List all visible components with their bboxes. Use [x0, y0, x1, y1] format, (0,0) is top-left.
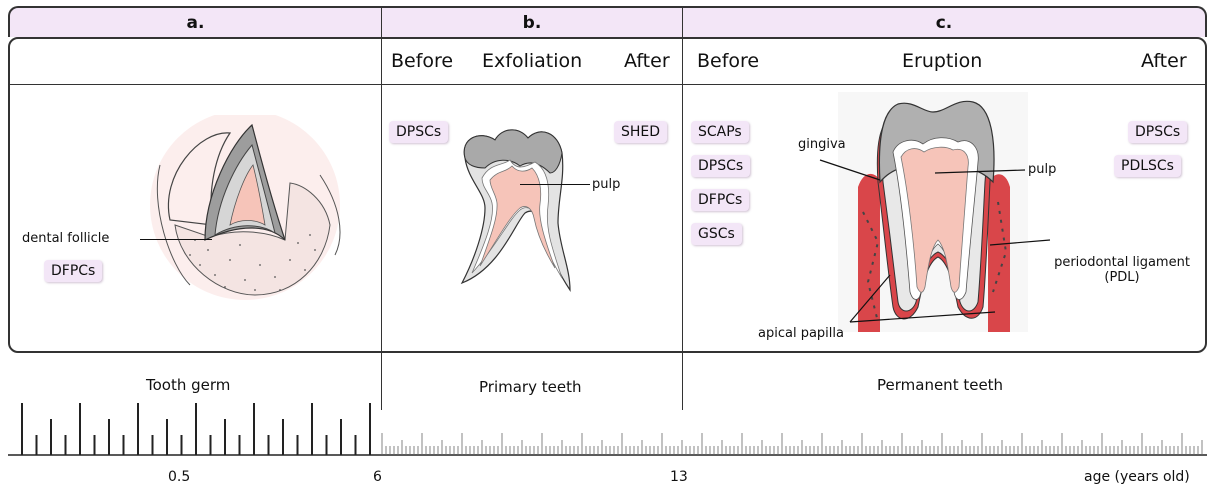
header-c-label: c. [936, 13, 953, 33]
pdl-label-line2: (PDL) [1044, 270, 1200, 285]
era-primary-teeth: Primary teeth [479, 378, 581, 396]
header-b-label: b. [523, 13, 542, 33]
apical-papilla-label: apical papilla [758, 326, 844, 341]
cell-tag-dfpcs-c: DFPCs [691, 189, 749, 211]
divider-b-c [682, 6, 683, 410]
c-after-label: After [1141, 50, 1187, 72]
header-a: a. [8, 6, 381, 37]
era-tooth-germ: Tooth germ [146, 376, 230, 394]
axis-tick-13: 13 [670, 469, 688, 485]
gingiva-label: gingiva [798, 137, 846, 152]
ruler-ticks-tooth-germ [22, 403, 370, 455]
cell-tag-dfpcs-a: DFPCs [44, 260, 102, 282]
pdl-label-line1: periodontal ligament [1044, 255, 1200, 270]
axis-tick-6: 6 [373, 469, 382, 485]
age-ruler [0, 395, 1214, 465]
follicle-pointer-line [140, 239, 212, 240]
pdl-label: periodontal ligament (PDL) [1044, 255, 1200, 285]
era-permanent-teeth: Permanent teeth [877, 376, 1003, 394]
c-pointer-lines [760, 150, 1060, 330]
cell-tag-pdlscs: PDLSCs [1114, 155, 1181, 177]
cell-tag-dpscs-after: DPSCs [1128, 121, 1187, 143]
cell-tag-scaps: SCAPs [691, 121, 749, 143]
cell-tag-shed: SHED [614, 121, 667, 143]
follicle-label: dental follicle [22, 231, 109, 246]
b-before-label: Before [391, 50, 453, 72]
header-c: c. [682, 6, 1207, 37]
b-pulp-label: pulp [592, 177, 620, 192]
b-after-label: After [624, 50, 670, 72]
primary-tooth-illustration [440, 118, 590, 298]
ruler-ticks-fine [382, 433, 1202, 455]
b-phase-title: Exfoliation [482, 50, 582, 72]
cell-tag-gscs: GSCs [691, 223, 742, 245]
c-before-label: Before [697, 50, 759, 72]
axis-unit-label: age (years old) [1084, 469, 1190, 485]
cell-tag-dpscs-c: DPSCs [691, 155, 750, 177]
b-pulp-pointer-line [520, 184, 590, 185]
tooth-germ-illustration [120, 115, 360, 315]
c-pulp-label: pulp [1028, 162, 1056, 177]
header-a-label: a. [187, 13, 205, 33]
axis-tick-0-5: 0.5 [168, 469, 190, 485]
c-phase-title: Eruption [902, 50, 982, 72]
divider-a-b [381, 6, 382, 410]
subheader-divider [10, 84, 1205, 85]
header-b: b. [381, 6, 682, 37]
